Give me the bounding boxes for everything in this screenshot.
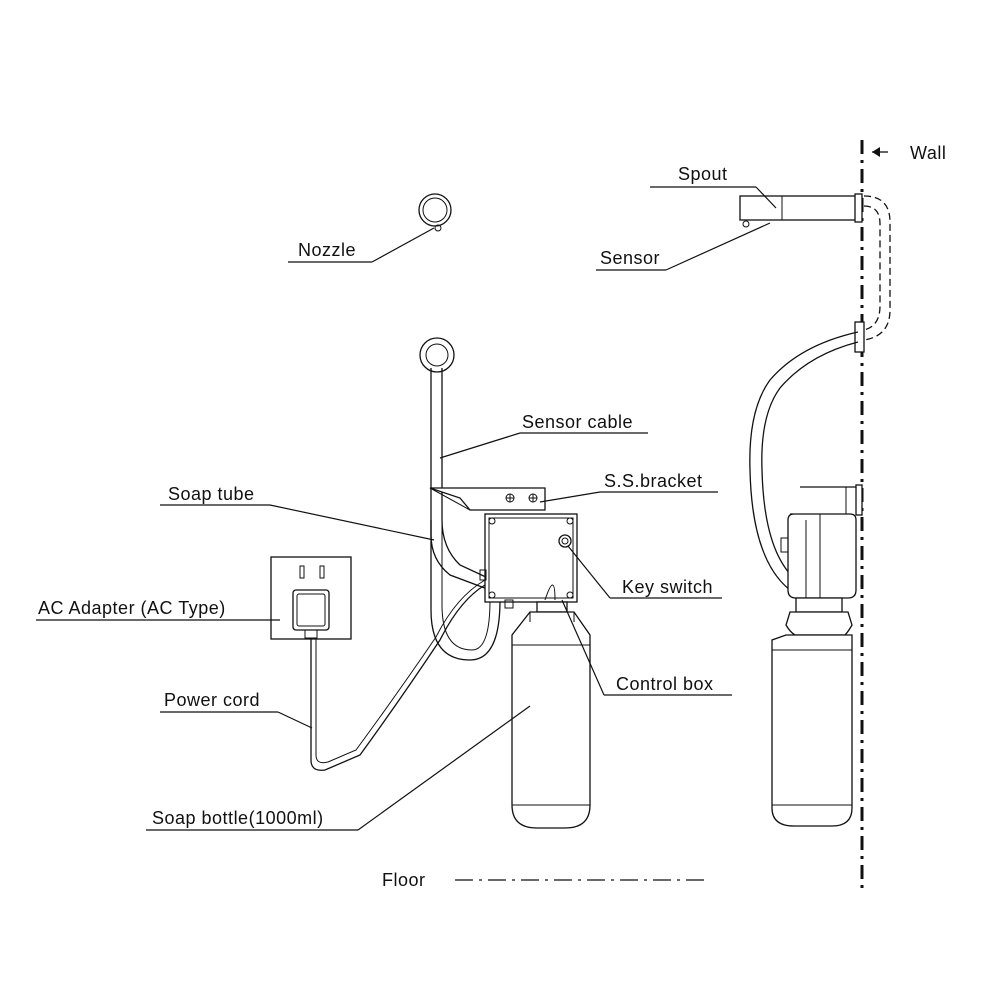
wall-line: Wall: [860, 140, 946, 888]
spout-callout: Spout: [650, 164, 777, 209]
soap-tube-label: Soap tube: [168, 484, 255, 504]
sensor-cable-label: Sensor cable: [522, 412, 633, 432]
soap-tube-callout: Soap tube: [160, 484, 435, 541]
nozzle-label: Nozzle: [298, 240, 356, 260]
sensor-cable-callout: Sensor cable: [439, 412, 648, 459]
control-box-label: Control box: [616, 674, 714, 694]
ss-bracket-part: [429, 487, 546, 511]
power-cord-part: [310, 579, 486, 771]
ss-bracket-callout: S.S.bracket: [539, 471, 718, 503]
control-box-callout: Control box: [561, 599, 732, 696]
ac-adapter-callout: AC Adapter (AC Type): [36, 598, 280, 621]
key-switch-label: Key switch: [622, 577, 713, 597]
nozzle-callout: Nozzle: [288, 227, 435, 263]
concealed-pipe: [854, 195, 891, 353]
control-box-part: [479, 513, 578, 609]
power-cord-callout: Power cord: [160, 690, 313, 729]
wall-label: Wall: [910, 143, 946, 163]
floor-line: Floor: [382, 870, 710, 890]
soap-bottle-part: [511, 601, 591, 829]
key-switch-callout: Key switch: [567, 545, 722, 599]
sensor-callout: Sensor: [596, 222, 771, 271]
ac-adapter-label: AC Adapter (AC Type): [38, 598, 226, 618]
ac-adapter-part: [270, 556, 352, 640]
floor-label: Floor: [382, 870, 426, 890]
installed-control-box: [780, 513, 857, 599]
sensor-cable-and-tube: [430, 368, 501, 661]
spout-label: Spout: [678, 164, 728, 184]
soap-bottle-callout: Soap bottle(1000ml): [146, 705, 531, 831]
sensor-spout-ring: [419, 337, 455, 373]
sensor-label: Sensor: [600, 248, 660, 268]
installed-soap-bottle: [771, 597, 853, 827]
ss-bracket-label: S.S.bracket: [604, 471, 703, 491]
installed-bracket: [800, 484, 863, 516]
nozzle-part: [418, 193, 452, 232]
soap-bottle-label: Soap bottle(1000ml): [152, 808, 324, 828]
installed-cable-loop: [749, 331, 859, 591]
power-cord-label: Power cord: [164, 690, 260, 710]
spout-installed: [739, 193, 863, 228]
